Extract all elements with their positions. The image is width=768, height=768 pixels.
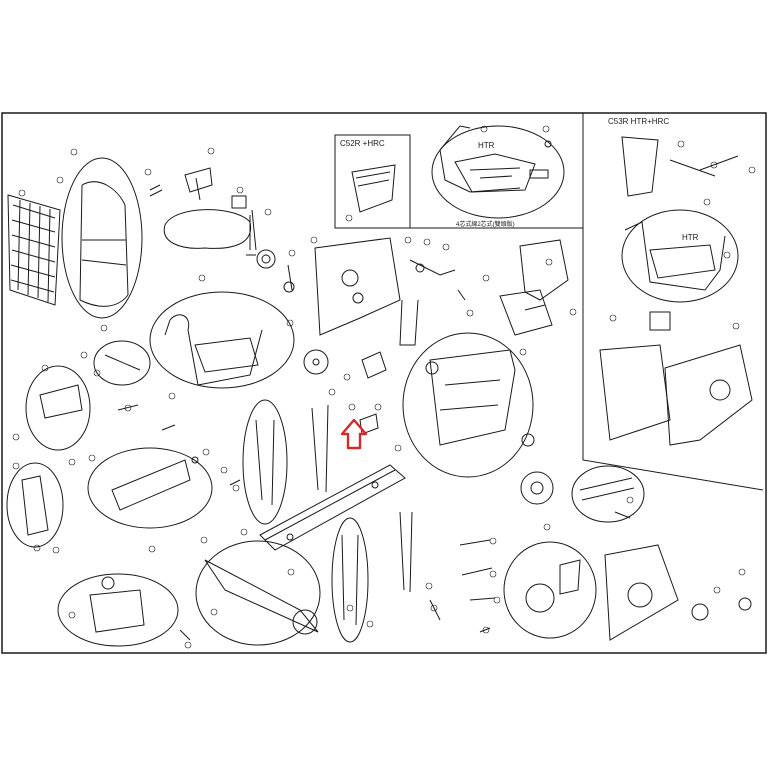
pedal-assembly-left	[6, 340, 151, 548]
callout-numbers	[12, 125, 756, 649]
front-handlebar	[61, 157, 143, 319]
side-shroud-right	[604, 544, 752, 641]
pulley-belt	[503, 541, 597, 639]
arrow-up-icon	[340, 418, 368, 450]
main-console	[499, 239, 569, 336]
diagram-frame	[1, 112, 767, 654]
side-shroud-left	[314, 237, 401, 336]
htr-inset-caption: 4芯式線2芯式(雙頭版)	[456, 220, 515, 228]
c52r-inset-title: C52R +HRC	[340, 139, 385, 148]
c53r-inset-title: C53R HTR+HRC	[608, 117, 669, 126]
console-c53r	[599, 136, 753, 446]
seat-assembly	[163, 167, 276, 269]
base-rail	[259, 464, 406, 551]
flywheel	[520, 465, 645, 523]
htr-inset-title: HTR	[478, 141, 495, 150]
mount-plate	[303, 349, 387, 435]
c53r-htr-label: HTR	[682, 233, 699, 242]
seat-slide-rail	[87, 447, 213, 529]
seat-frame	[149, 291, 295, 389]
htr-handlebar-assembly	[431, 125, 565, 219]
grille-panel	[7, 194, 61, 306]
rear-handle	[331, 511, 413, 643]
fasteners	[117, 184, 631, 641]
c52r-inset-frame	[334, 134, 411, 229]
c53r-inset-frame	[582, 113, 764, 491]
stabilizer-tube	[195, 540, 321, 646]
console-c52r	[351, 164, 396, 213]
pedal-arm	[399, 259, 456, 346]
upright-posts	[242, 399, 329, 525]
adjuster-assembly	[57, 573, 179, 647]
main-frame	[402, 332, 535, 478]
